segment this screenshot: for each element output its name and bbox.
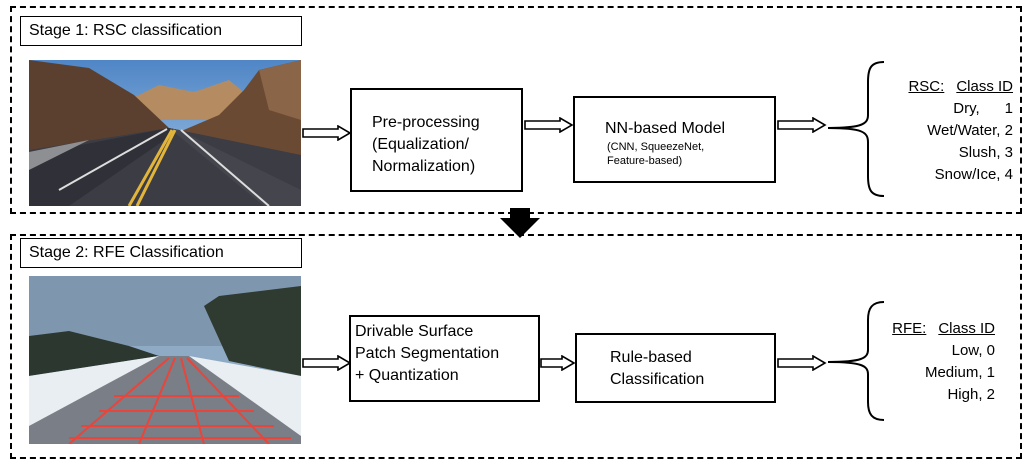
stage1-output-brace bbox=[827, 61, 885, 197]
rsc-class-row: Slush, 3 bbox=[958, 144, 1013, 161]
stage2-road-photo bbox=[29, 276, 301, 444]
rule-based-box: Rule-based Classification bbox=[575, 333, 776, 403]
rfe-class-row: Low, 0 bbox=[951, 342, 995, 359]
stage2-output-brace bbox=[827, 301, 885, 421]
nn-model-sub-2: Feature-based) bbox=[607, 155, 683, 167]
rule-based-line-2: Classification bbox=[610, 371, 705, 388]
preprocessing-line-3: Normalization) bbox=[372, 158, 476, 175]
rfe-class-row: High, 2 bbox=[947, 386, 995, 403]
rfe-class-row: Medium, 1 bbox=[924, 364, 995, 381]
stage2-title: Stage 2: RFE Classification bbox=[20, 238, 302, 268]
stage1-arrow-1 bbox=[302, 125, 352, 141]
stage2-output-classes: RFE: Class ID Low, 0 Medium, 1 High, 2 bbox=[892, 318, 995, 406]
rfe-class-id-label: Class ID bbox=[938, 320, 995, 337]
nn-model-title: NN-based Model bbox=[605, 120, 726, 137]
rfe-label: RFE: bbox=[892, 320, 927, 337]
stage2-arrow-2 bbox=[540, 355, 576, 371]
segmentation-line-1: Drivable Surface bbox=[355, 323, 474, 340]
stage2-arrow-3 bbox=[777, 355, 827, 371]
rfe-header: RFE: Class ID bbox=[892, 318, 995, 340]
stage-transition-arrow bbox=[500, 208, 540, 238]
rsc-header: RSC: Class ID bbox=[908, 76, 1013, 98]
stage1-arrow-3 bbox=[777, 117, 827, 133]
rsc-class-row: Dry, 1 bbox=[953, 100, 1013, 117]
nn-model-box: NN-based Model (CNN, SqueezeNet, Feature… bbox=[573, 96, 776, 183]
segmentation-box: Drivable Surface Patch Segmentation + Qu… bbox=[349, 315, 540, 402]
stage1-arrow-2 bbox=[524, 117, 574, 133]
rsc-class-row: Snow/Ice, 4 bbox=[934, 166, 1013, 183]
stage1-title: Stage 1: RSC classification bbox=[20, 16, 302, 46]
preprocessing-line-2: (Equalization/ bbox=[372, 136, 469, 153]
stage1-road-photo bbox=[29, 60, 301, 206]
rsc-label: RSC: bbox=[908, 78, 945, 95]
segmentation-line-2: Patch Segmentation bbox=[355, 345, 500, 362]
nn-model-sub-1: (CNN, SqueezeNet, bbox=[607, 141, 705, 153]
preprocessing-line-1: Pre-processing bbox=[372, 114, 480, 131]
stage1-output-classes: RSC: Class ID Dry, 1 Wet/Water, 2 Slush, … bbox=[908, 76, 1013, 186]
segmentation-line-3: + Quantization bbox=[355, 367, 459, 384]
stage2-arrow-1 bbox=[302, 355, 352, 371]
preprocessing-box: Pre-processing (Equalization/ Normalizat… bbox=[350, 88, 523, 192]
rule-based-line-1: Rule-based bbox=[610, 349, 692, 366]
rsc-class-row: Wet/Water, 2 bbox=[927, 122, 1013, 139]
rsc-class-id-label: Class ID bbox=[956, 78, 1013, 95]
